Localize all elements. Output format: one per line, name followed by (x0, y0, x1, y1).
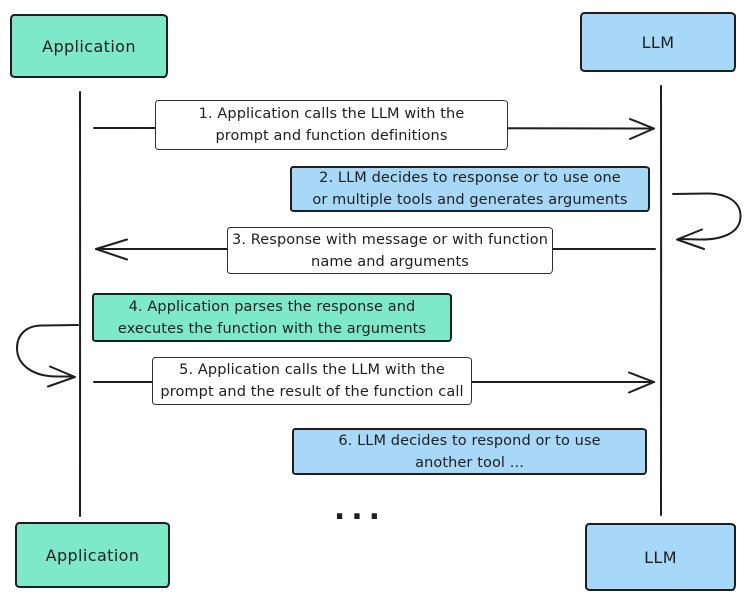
step-1-message: 1. Application calls the LLM with the pr… (155, 100, 508, 150)
arrowhead-left-icon (95, 238, 128, 261)
step-text: name and arguments (311, 253, 469, 270)
actor-label: Application (42, 36, 136, 56)
step-text: executes the function with the arguments (117, 320, 427, 337)
step-6-message: 6. LLM decides to respond or to use anot… (292, 428, 647, 475)
continuation-ellipsis: ... (333, 492, 387, 527)
actor-llm-bottom: LLM (585, 523, 736, 591)
application-self-loop-arrow (16, 324, 79, 388)
arrowhead-right-icon (628, 371, 655, 394)
actor-application-bottom: Application (15, 522, 170, 588)
actor-llm-top: LLM (580, 12, 736, 72)
step-3-message: 3. Response with message or with functio… (227, 227, 553, 274)
llm-self-loop-arrow (672, 192, 742, 250)
step-5-message: 5. Application calls the LLM with the pr… (152, 357, 472, 405)
step-text: prompt and the result of the function ca… (160, 384, 464, 400)
step-text: or multiple tools and generates argument… (312, 192, 628, 208)
actor-label: LLM (641, 32, 675, 52)
arrowhead-right-icon (629, 118, 655, 140)
step-text: 3. Response with message or with functio… (232, 231, 548, 248)
step-text: another tool ... (415, 454, 524, 471)
step-text: 2. LLM decides to response or to use one (319, 170, 621, 186)
arrowhead-left-icon (676, 228, 705, 250)
actor-label: Application (45, 545, 140, 565)
step-text: 5. Application calls the LLM with the (179, 362, 445, 378)
step-text: 1. Application calls the LLM with the (198, 106, 465, 122)
actor-label: LLM (644, 547, 677, 567)
step-4-message: 4. Application parses the response and e… (92, 293, 452, 342)
actor-application-top: Application (10, 14, 168, 78)
step-text: 4. Application parses the response and (128, 298, 416, 315)
step-text: prompt and function definitions (215, 128, 448, 144)
arrowhead-right-icon (47, 365, 76, 388)
step-text: 6. LLM decides to respond or to use (338, 432, 601, 449)
step-2-message: 2. LLM decides to response or to use one… (290, 166, 650, 212)
